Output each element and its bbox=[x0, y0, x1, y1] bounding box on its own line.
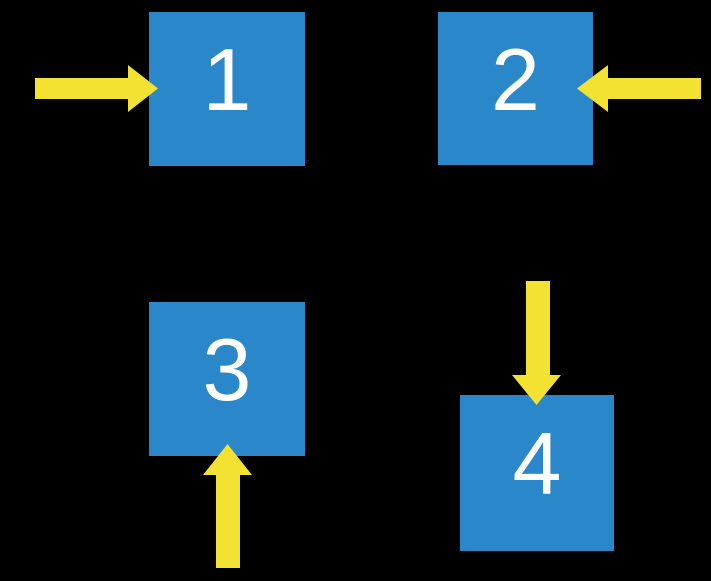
arrow-right-icon bbox=[35, 65, 158, 112]
box-2-label: 2 bbox=[491, 29, 540, 129]
arrow-down-icon bbox=[512, 281, 561, 405]
box-2: 2 bbox=[438, 12, 593, 165]
box-1-label: 1 bbox=[202, 30, 252, 129]
box-1: 1 bbox=[149, 12, 305, 166]
arrow-up-icon bbox=[203, 444, 252, 568]
arrow-left-icon bbox=[577, 65, 701, 112]
box-3: 3 bbox=[149, 302, 305, 456]
box-4-label: 4 bbox=[512, 414, 562, 513]
box-4: 4 bbox=[460, 395, 614, 551]
box-3-label: 3 bbox=[202, 320, 252, 419]
